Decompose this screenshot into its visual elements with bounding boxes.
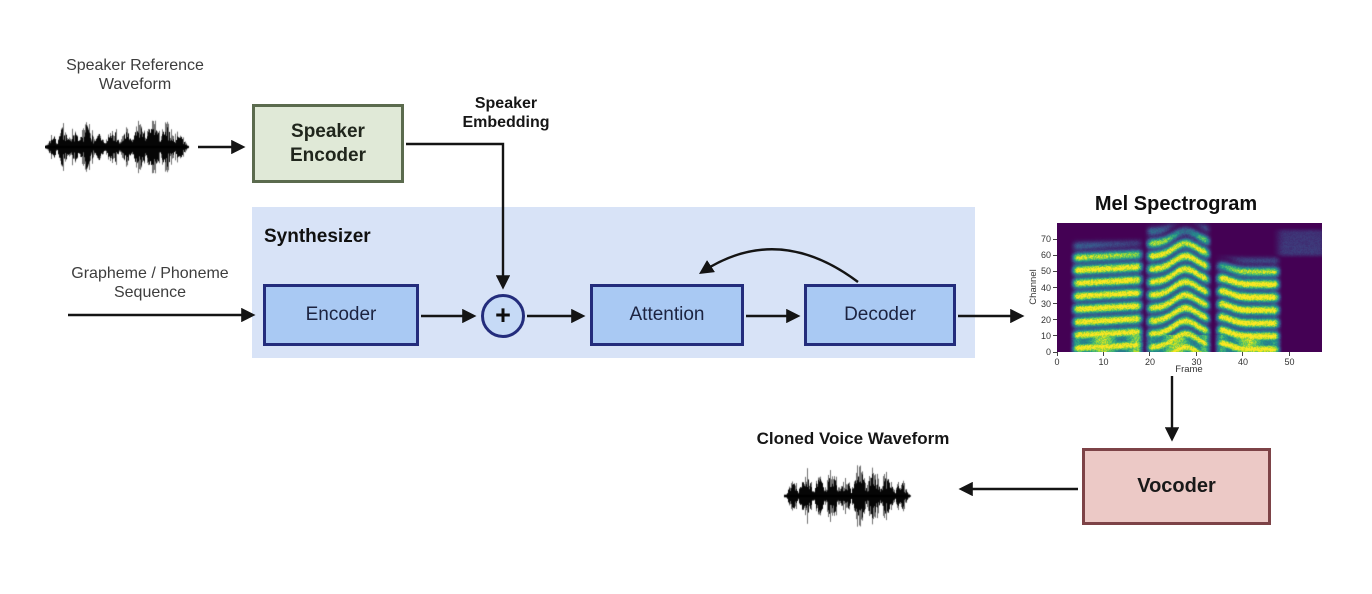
- x-tick-mark: [1056, 352, 1058, 356]
- vocoder-label: Vocoder: [1137, 475, 1216, 497]
- y-tick-mark: [1053, 287, 1057, 288]
- cloned-voice-waveform-plot: [782, 460, 920, 532]
- vocoder-node: Vocoder: [1082, 448, 1271, 525]
- x-tick-label: 0: [1054, 357, 1060, 367]
- attention-node: Attention: [590, 284, 744, 346]
- y-tick-label: 50: [1040, 266, 1051, 277]
- x-tick-mark: [1195, 352, 1197, 356]
- plus-icon: +: [495, 299, 511, 330]
- y-tick-label: 40: [1040, 282, 1051, 293]
- speaker-embedding-label: Speaker Embedding: [462, 95, 550, 131]
- attention-label: Attention: [629, 304, 705, 325]
- x-tick-mark: [1149, 352, 1151, 356]
- speaker-reference-waveform-plot: [45, 114, 195, 180]
- x-tick-label: 40: [1237, 357, 1248, 367]
- y-tick-mark: [1053, 270, 1057, 272]
- y-tick-mark: [1053, 335, 1057, 337]
- x-tick-mark: [1102, 352, 1104, 356]
- y-tick-label: 70: [1040, 234, 1051, 245]
- y-tick-mark: [1053, 238, 1057, 240]
- encoder-node: Encoder: [263, 284, 419, 346]
- arrow-decoder-feedback-to-attention: [698, 248, 859, 283]
- y-tick-label: 60: [1040, 250, 1051, 261]
- x-tick-mark: [1288, 352, 1290, 356]
- arrow-speaker-embedding-to-sum: [406, 142, 511, 290]
- x-tick-label: 20: [1144, 357, 1155, 367]
- synthesizer-title: Synthesizer: [264, 226, 371, 247]
- y-tick-mark: [1053, 254, 1057, 256]
- decoder-label: Decoder: [844, 304, 916, 325]
- mel-spectrogram-title: Mel Spectrogram: [1094, 193, 1258, 215]
- y-tick-label: 10: [1040, 330, 1051, 341]
- encoder-label: Encoder: [305, 304, 377, 325]
- x-tick-mark: [1242, 352, 1244, 356]
- x-tick-label: 10: [1098, 357, 1109, 367]
- y-tick-label: 20: [1040, 314, 1051, 325]
- spectrogram-xaxis-label: Frame: [1175, 364, 1203, 375]
- y-tick-mark: [1053, 303, 1057, 305]
- sum-junction-node: +: [481, 294, 525, 338]
- y-tick-mark: [1053, 351, 1057, 353]
- cloned-voice-waveform-label: Cloned Voice Waveform: [756, 429, 950, 448]
- y-tick-label: 30: [1040, 298, 1051, 309]
- x-tick-label: 30: [1191, 357, 1202, 367]
- y-tick-mark: [1053, 319, 1057, 321]
- speaker-encoder-label: Speaker Encoder: [289, 120, 367, 166]
- y-tick-label: 0: [1045, 347, 1051, 357]
- grapheme-phoneme-sequence-label: Grapheme / Phoneme Sequence: [71, 265, 229, 301]
- speaker-reference-waveform-label: Speaker Reference Waveform: [66, 57, 204, 93]
- speaker-encoder-node: Speaker Encoder: [252, 104, 404, 183]
- x-tick-label: 50: [1284, 357, 1295, 367]
- mel-spectrogram-heatmap: [1057, 223, 1322, 352]
- decoder-node: Decoder: [804, 284, 956, 346]
